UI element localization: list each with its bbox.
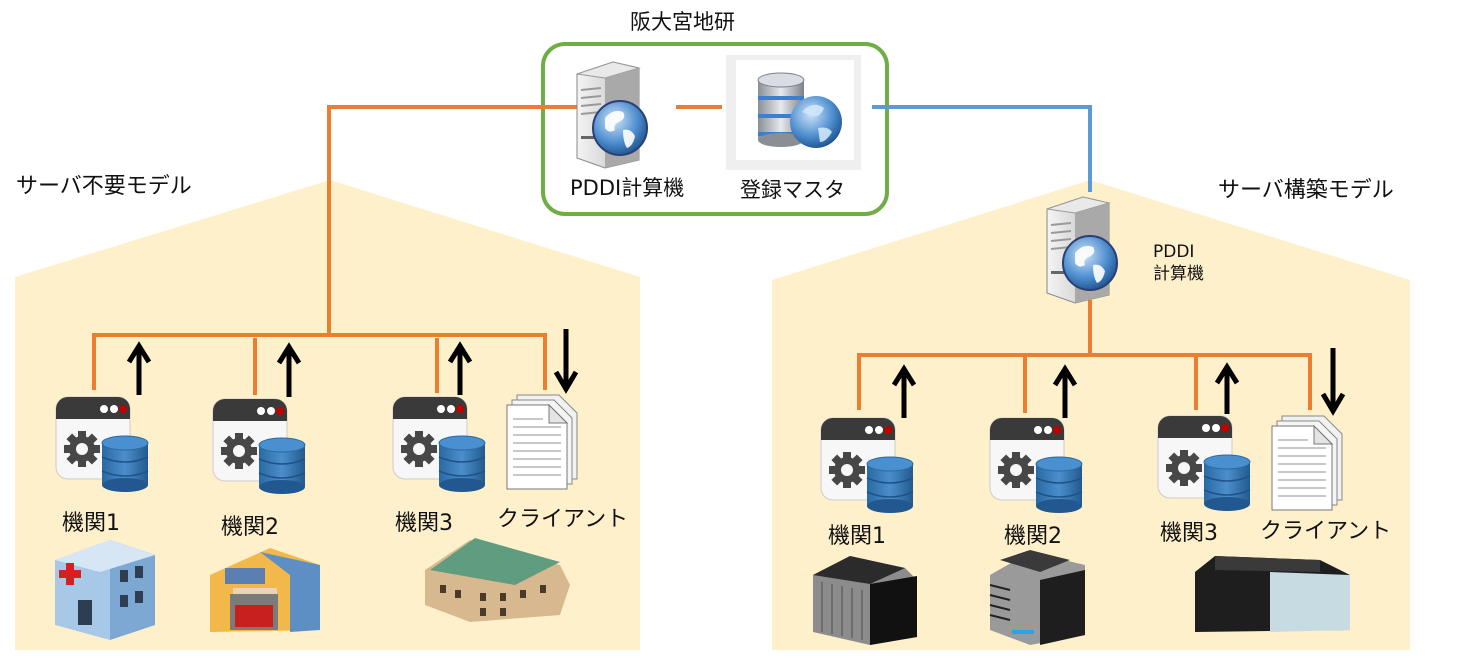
client-documents-icon [1271, 415, 1343, 511]
arrow-up-icon [276, 342, 302, 397]
left-uplink-line [327, 105, 578, 333]
right-server-label-line2: 計算機 [1153, 264, 1204, 284]
right-pddi-server-icon [1045, 195, 1119, 305]
right-client-label: クライアント [1260, 519, 1392, 544]
hospital-icon [55, 540, 155, 640]
master-database-icon [726, 55, 861, 170]
right-uplink-line [872, 105, 1092, 192]
arrow-down-icon [1320, 348, 1346, 416]
left-client-label: クライアント [497, 507, 629, 532]
right-institution-2-label: 機関2 [1004, 524, 1062, 549]
pddi-calculator-label: PDDI計算機 [570, 176, 685, 200]
historic-hall-icon [425, 538, 570, 622]
office-building-icon [1195, 556, 1350, 632]
arrow-up-icon [126, 341, 152, 395]
fire-station-icon [210, 548, 320, 632]
pddi-server-icon [575, 60, 649, 170]
left-institution-3-label: 機関3 [395, 511, 453, 536]
right-server-label: PDDI 計算機 [1153, 241, 1204, 285]
right-institution-1-label: 機関1 [828, 524, 886, 549]
arrow-up-icon [1052, 364, 1078, 418]
arrow-up-icon [891, 364, 917, 418]
right-model-area [772, 180, 1410, 650]
right-server-label-line1: PDDI [1153, 242, 1195, 262]
arrow-up-icon [1214, 362, 1240, 414]
left-model-title: サーバ不要モデル [16, 174, 192, 199]
left-bus-line [92, 333, 547, 390]
right-bus-line [857, 353, 1312, 410]
right-institution-3-label: 機関3 [1160, 521, 1218, 546]
center-title: 阪大宮地研 [630, 10, 735, 34]
arrow-down-icon [553, 329, 579, 394]
registration-master-label: 登録マスタ [740, 178, 845, 202]
left-institution-2-label: 機関2 [221, 515, 279, 540]
arrow-up-icon [447, 341, 473, 395]
office-building-icon [813, 556, 917, 645]
right-model-title: サーバ構築モデル [1218, 178, 1394, 203]
left-institution-1-label: 機関1 [62, 511, 120, 536]
client-documents-icon [506, 394, 578, 490]
left-model-area [15, 180, 640, 650]
office-building-icon [989, 550, 1085, 645]
